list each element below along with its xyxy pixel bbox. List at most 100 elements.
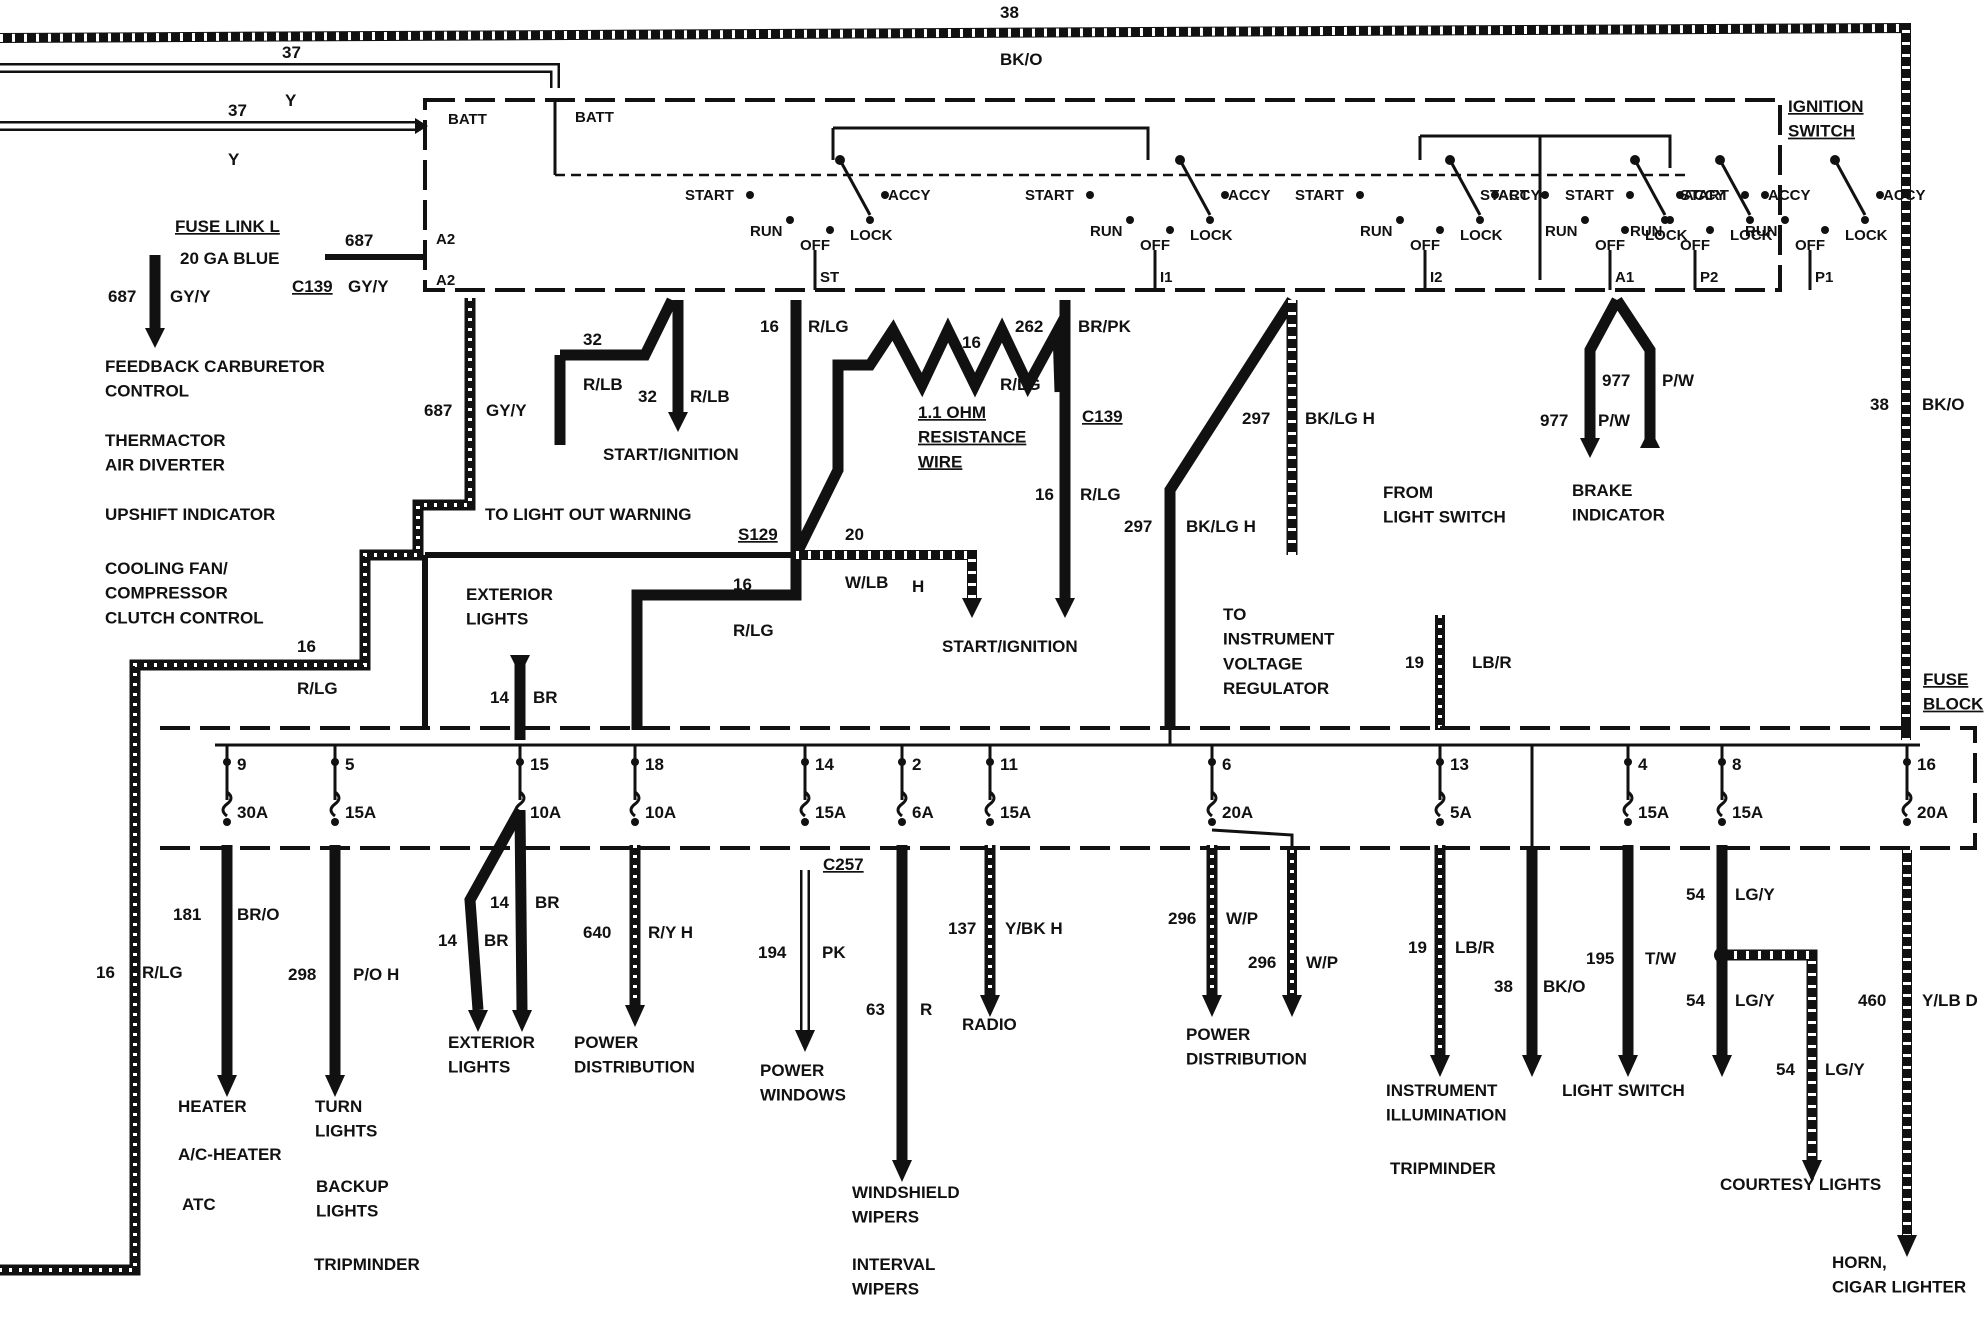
wire-297b: 297 [1124,517,1152,536]
pos-run: RUN [1630,223,1663,240]
wire-19-top: 19 [1405,653,1424,672]
terminal-label: ST [820,269,839,286]
pivot-dot [1630,155,1640,165]
wire-arrowhead [325,1075,345,1097]
terminal-label: P2 [1700,269,1718,286]
tripminder1: TRIPMINDER [314,1255,420,1274]
switch-blade [1178,159,1212,216]
rlg: R/LG [297,679,338,698]
fuse-dot-bottom [631,818,639,826]
batt2: BATT [575,109,614,126]
contact-dot [1166,226,1174,234]
pos-lock: LOCK [1845,227,1888,244]
w194: 194 [758,943,787,962]
fuse-dot-bottom [1436,818,1444,826]
pos-run: RUN [750,223,783,240]
pos-run: RUN [1745,223,1778,240]
w195: 195 [1586,949,1614,968]
h-mark: H [912,577,924,596]
wire-arrowhead [512,1010,532,1032]
pos-off: OFF [1410,237,1440,254]
contact-dot [881,191,889,199]
fuse-element [984,790,996,818]
fuse-rating: 20A [1222,803,1253,822]
w38: 38 [1494,977,1513,996]
gyy-b: GY/Y [170,287,211,306]
pos-off: OFF [1595,237,1625,254]
wire-arrowhead [625,1005,645,1027]
gyy-left: GY/Y [348,277,389,296]
switch-blade [1448,159,1482,216]
fuse-rating: 10A [645,803,676,822]
contact-dot [1626,191,1634,199]
fuse-number: 11 [1000,755,1018,774]
contact-dot [1356,191,1364,199]
rlg-a: R/LG [808,317,849,336]
left-branch-wires [0,254,795,1276]
pos-run: RUN [1360,223,1393,240]
wire-arrowhead [1282,995,1302,1017]
wire-687b: 687 [108,287,136,306]
batt1: BATT [448,111,487,128]
fuse-dot-bottom [331,818,339,826]
wire-16a: 16 [760,317,779,336]
pivot-dot [1715,155,1725,165]
pos-accy: ACCY [1228,187,1271,204]
w296a: 296 [1168,909,1196,928]
top-feed-wires [0,22,1911,740]
fuse-dot-top [516,758,524,766]
terminal-label: A1 [1615,269,1634,286]
contact-dot [1476,216,1484,224]
wire-977a: 977 [1602,371,1630,390]
contact-dot [1541,191,1549,199]
lbr-top: LB/R [1472,653,1512,672]
w460: 460 [1858,991,1886,1010]
fuse-rating: 20A [1917,803,1948,822]
output-wires [221,807,1912,1235]
pw-a: P/W [1662,371,1695,390]
fuse-dot-top [1436,758,1444,766]
fuse-element [329,790,341,818]
w14a: 14 [438,931,457,950]
switch-contacts: STARTRUNOFFLOCKACCYSTSTARTRUNOFFLOCKACCY… [685,155,1926,290]
light-switch: LIGHT SWITCH [1562,1081,1685,1100]
y1: Y [285,91,297,110]
contact-dot [1706,226,1714,234]
fuse-dot-top [223,758,231,766]
wire-37b: 37 [228,101,247,120]
tripminder2: TRIPMINDER [1390,1159,1496,1178]
c38: BK/O [1543,977,1586,996]
rlb-b: R/LB [690,387,730,406]
fuse-dot-bottom [1718,818,1726,826]
fuse-dot-bottom [1624,818,1632,826]
res-16: 16 [962,333,981,352]
fuse-dot-bottom [223,818,231,826]
wire-arrowhead [1618,1055,1638,1077]
pivot-dot [1175,155,1185,165]
fuse-rating: 6A [912,803,934,822]
contact-dot [1581,216,1589,224]
rlb-a: R/LB [583,375,623,394]
pivot-dot [1830,155,1840,165]
radio: RADIO [962,1015,1017,1034]
wire-38-right: 38 [1870,395,1889,414]
fuse-rating: 15A [1732,803,1763,822]
terminal-label: P1 [1815,269,1833,286]
wire-arrowhead [468,1010,488,1032]
contact-dot [1086,191,1094,199]
fuse-number: 14 [815,755,834,774]
